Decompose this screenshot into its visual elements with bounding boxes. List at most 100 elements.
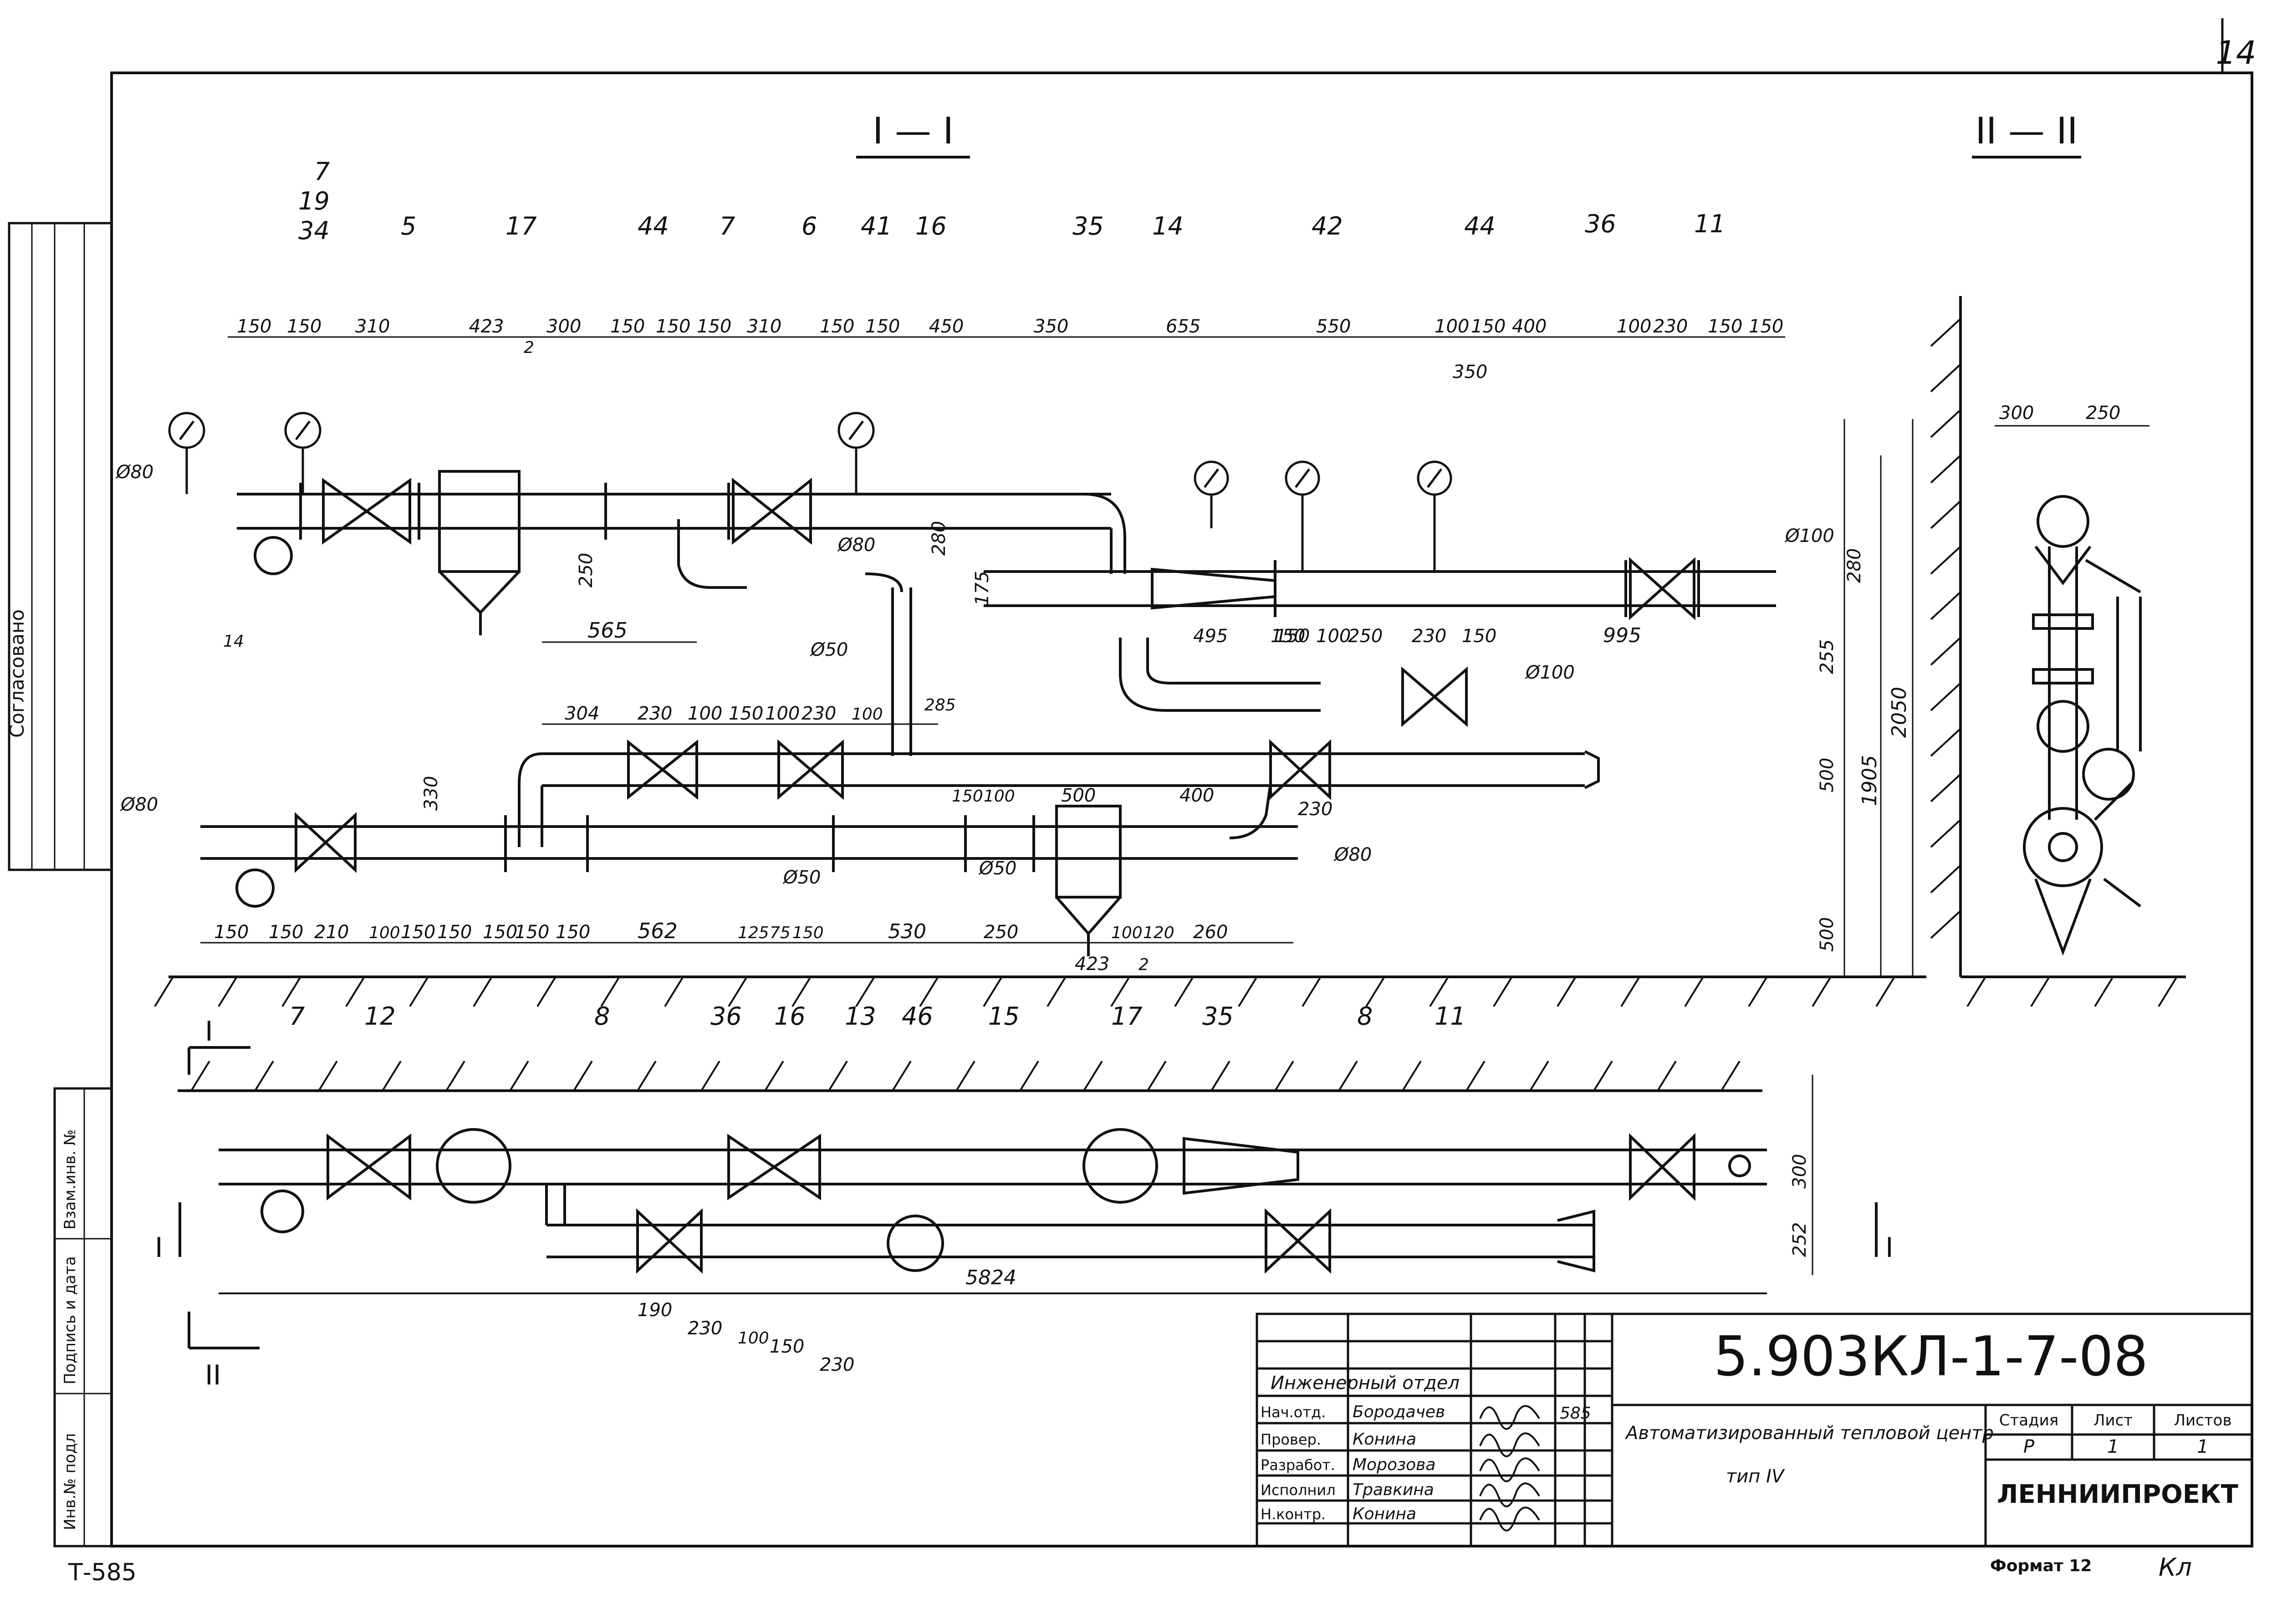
dim: 565 [587, 618, 628, 643]
callouts-bottom: 7 12 8 36 16 13 46 15 17 35 8 11 [289, 1002, 1466, 1031]
callout-top: 41 [861, 212, 892, 240]
dim: 562 [638, 919, 678, 943]
dim: 150 [483, 922, 517, 943]
dimension-labels-bottom: 150 150 210 100 150 150 150 150 150 562 … [214, 919, 1228, 975]
callout-bottom: 35 [1202, 1002, 1234, 1031]
dim: Ø80 [115, 462, 153, 483]
corner-mark: Кл [2159, 1553, 2192, 1582]
callout-top: 7 [720, 212, 735, 240]
dim: 450 [929, 316, 964, 337]
dim: 150 [237, 316, 271, 337]
dim: 150 [820, 316, 854, 337]
dimension-lines [200, 336, 1914, 977]
dim: 285 [924, 696, 956, 715]
dimension-labels-right: 280 255 500 1905 2050 500 [1817, 548, 1911, 952]
dim: 423 [1075, 954, 1109, 975]
dim: 100 [852, 705, 883, 724]
person-name: Конина [1353, 1430, 1416, 1449]
callout-top: 19 [298, 187, 330, 215]
drawing-title-line1: Автоматизированный тепловой центр [1624, 1423, 1994, 1444]
dim: 400 [1179, 785, 1214, 806]
dim: 280 [1844, 548, 1865, 583]
title-block [1256, 1312, 2253, 1547]
dim: 150 [792, 924, 824, 942]
dim: 150 [287, 316, 322, 337]
person-role: Нач.отд. [1261, 1404, 1326, 1421]
dim: 400 [1512, 316, 1547, 337]
diameter-labels: Ø80 Ø80 Ø50 Ø80 Ø50 Ø50 Ø100 Ø100 Ø80 14 [115, 462, 1834, 888]
dim: 280 [929, 521, 950, 556]
callout-top: 5 [401, 212, 416, 240]
cut-mark-bottom: II [205, 1359, 221, 1391]
dim: 150 [401, 922, 435, 943]
dim: 530 [888, 920, 926, 943]
sheets-header: Листов [2174, 1411, 2231, 1430]
dim: 995 [1603, 624, 1641, 647]
dim: 255 [1817, 639, 1838, 674]
dim: 550 [1316, 316, 1351, 337]
dim: 2 [524, 338, 534, 357]
dim: 100 [1617, 316, 1651, 337]
callout-top: 35 [1072, 212, 1104, 240]
person-role: Разработ. [1261, 1456, 1335, 1474]
sheets-value: 1 [2197, 1436, 2208, 1457]
dim: 230 [688, 1318, 722, 1339]
dim: 500 [1061, 785, 1096, 806]
signature-date-code: 585 [1560, 1404, 1591, 1423]
dim: 495 [1193, 626, 1228, 647]
cut-marks [179, 1046, 1878, 1349]
dim: 250 [984, 922, 1018, 943]
dim: 150 [656, 316, 690, 337]
callout-bottom: 11 [1435, 1002, 1466, 1031]
dim: 230 [638, 703, 672, 724]
dim: 310 [355, 316, 390, 337]
dim: 14 [223, 632, 244, 651]
person-role: Исполнил [1261, 1481, 1336, 1499]
dim: 150 [729, 703, 763, 724]
callout-bottom: 17 [1111, 1002, 1143, 1031]
section-1-title: I — I [873, 110, 954, 152]
section-2-dims: 300 250 [1999, 403, 2120, 424]
dim: Ø50 [810, 639, 848, 660]
inventory-code: Т-585 [68, 1559, 137, 1586]
callout-top: 14 [1152, 212, 1184, 240]
section-1-piping [200, 470, 1776, 956]
drawing-title-line2: тип IV [1726, 1466, 1785, 1487]
dim: 75 [770, 924, 791, 942]
dim: 250 [1348, 626, 1383, 647]
callout-bottom: 46 [902, 1002, 933, 1031]
dim: 300 [1789, 1154, 1810, 1189]
dim: 150 [1471, 316, 1506, 337]
dim: 300 [546, 316, 581, 337]
dim: 423 [469, 316, 504, 337]
dim: 150 [214, 922, 249, 943]
dim: 1905 [1858, 755, 1881, 806]
callout-top: 42 [1312, 212, 1343, 240]
dim: 100 [765, 703, 800, 724]
person-name: Конина [1353, 1505, 1416, 1523]
dim: Ø80 [1333, 844, 1372, 865]
section-2-title: II — II [1975, 110, 2078, 152]
dim: 300 [1999, 403, 2034, 424]
dim: Ø80 [837, 535, 875, 556]
dim: 120 [1143, 924, 1174, 942]
callout-top: 6 [802, 212, 817, 240]
sheet-header: Лист [2093, 1411, 2133, 1430]
drawing-number: 5.903КЛ-1-7-08 [1714, 1325, 2148, 1389]
callout-top: 34 [298, 216, 330, 245]
dim: Ø50 [978, 858, 1016, 879]
format-label: Формат 12 [1990, 1557, 2092, 1575]
dimension-labels-upper-inner: 350 565 250 280 175 150 495 150 100 250 … [524, 338, 1641, 647]
floor-line-1 [154, 975, 1926, 1007]
person-role: Н.контр. [1261, 1506, 1326, 1523]
dim: 150 [1749, 316, 1783, 337]
person-name: Морозова [1353, 1455, 1435, 1474]
agreed-label: Согласовано [6, 609, 28, 738]
callout-top: 36 [1585, 209, 1616, 238]
organization-name: ЛЕННИИПРОЕКТ [1997, 1480, 2238, 1509]
dim: 2 [1138, 955, 1149, 974]
dim: 304 [565, 703, 599, 724]
signature-date-label: Подпись и дата [61, 1256, 79, 1384]
stage-header: Стадия [1999, 1411, 2058, 1430]
dim: 230 [1298, 799, 1333, 820]
